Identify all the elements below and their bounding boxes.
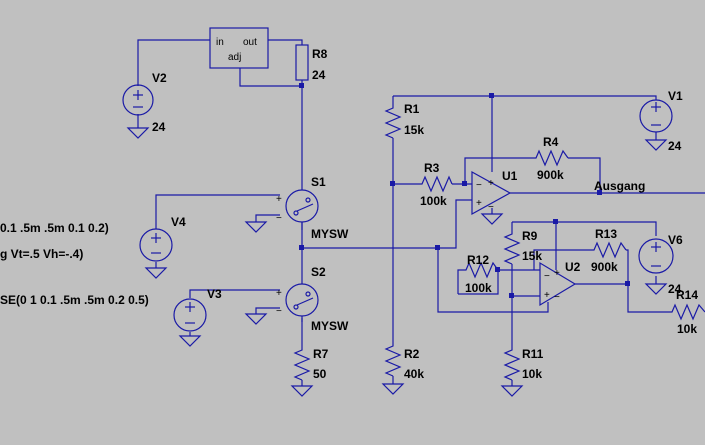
v6-value: 24 (668, 282, 682, 296)
s1-minus: − (276, 213, 282, 224)
voltage-source-v3[interactable]: V3 (173, 287, 222, 332)
u1-vplus: + (488, 178, 494, 189)
r7-value: 50 (313, 367, 327, 381)
s2-plus: + (276, 288, 282, 299)
resistor-r7[interactable]: R7 50 (293, 346, 329, 381)
directive-v4-pulse: 0.1 .5m .5m 0.1 0.2) (0, 221, 109, 235)
r2-name: R2 (404, 347, 420, 361)
regulator-in-label: in (216, 37, 224, 48)
v4-name: V4 (171, 215, 186, 229)
r13-name: R13 (595, 227, 617, 241)
voltage-source-v2[interactable]: V2 24 (122, 71, 167, 134)
s1-name: S1 (311, 175, 326, 189)
voltage-regulator[interactable]: in out adj (209, 27, 269, 69)
resistor-r14[interactable]: R14 10k (668, 288, 705, 336)
r3-name: R3 (424, 161, 440, 175)
r8-name: R8 (312, 47, 328, 61)
v3-name: V3 (207, 287, 222, 301)
r11-value: 10k (522, 367, 542, 381)
r1-name: R1 (404, 102, 420, 116)
r1-value: 15k (404, 123, 424, 137)
regulator-adj-label: adj (228, 52, 241, 63)
voltage-source-v4[interactable]: V4 (139, 215, 186, 262)
r12-name: R12 (467, 253, 489, 267)
voltage-switch-s2[interactable]: + − S2 MYSW (276, 265, 349, 333)
opamp-u2[interactable]: − + + − U2 (539, 260, 581, 307)
r7-name: R7 (313, 347, 329, 361)
resistor-r9[interactable]: R9 15k (503, 229, 542, 265)
u1-plus: + (476, 198, 482, 209)
r13-value: 900k (591, 260, 618, 274)
directive-model: g Vt=.5 Vh=-.4) (0, 247, 83, 261)
r3-value: 100k (420, 194, 447, 208)
resistor-r11[interactable]: R11 10k (503, 346, 544, 381)
r2-value: 40k (404, 367, 424, 381)
r4-value: 900k (537, 168, 564, 182)
s2-model: MYSW (311, 319, 349, 333)
resistor-r4[interactable]: R4 900k (532, 135, 569, 182)
voltage-source-v6[interactable]: V6 24 (638, 233, 683, 296)
u1-vminus: − (488, 202, 494, 213)
ground-symbols (126, 127, 668, 397)
u2-plus: + (544, 290, 550, 301)
r12-value: 100k (465, 281, 492, 295)
u2-minus: − (544, 271, 550, 282)
r11-name: R11 (522, 347, 544, 361)
resistor-r1[interactable]: R1 15k (384, 102, 424, 139)
wires (137, 39, 705, 386)
resistor-r13[interactable]: R13 900k (590, 227, 627, 274)
r4-name: R4 (543, 135, 559, 149)
v6-name: V6 (668, 233, 683, 247)
resistor-r2[interactable]: R2 40k (384, 342, 424, 381)
voltage-switch-s1[interactable]: + − S1 MYSW (276, 175, 349, 241)
s1-plus: + (276, 194, 282, 205)
s2-minus: − (276, 306, 282, 317)
s2-name: S2 (311, 265, 326, 279)
u2-name: U2 (565, 260, 581, 274)
junction-dots (299, 83, 630, 298)
u1-minus: − (476, 180, 482, 191)
resistor-r12[interactable]: R12 100k (462, 253, 499, 295)
r14-value: 10k (677, 322, 697, 336)
opamp-u1[interactable]: − + + − U1 (471, 169, 518, 216)
voltage-source-v1[interactable]: V1 24 (639, 89, 683, 153)
net-label-output: Ausgang (594, 179, 645, 193)
r14-name: R14 (676, 288, 698, 302)
v2-name: V2 (152, 71, 167, 85)
r8-value: 24 (312, 68, 326, 82)
s1-model: MYSW (311, 227, 349, 241)
u1-name: U1 (502, 169, 518, 183)
v1-value: 24 (668, 139, 682, 153)
u2-vplus: + (554, 268, 560, 279)
u2-vminus: − (554, 292, 560, 303)
v1-name: V1 (668, 89, 683, 103)
directive-v3-pulse: SE(0 1 0.1 .5m .5m 0.2 0.5) (0, 293, 149, 307)
r9-name: R9 (522, 229, 538, 243)
resistor-r8[interactable]: R8 24 (295, 44, 328, 82)
v2-value: 24 (152, 120, 166, 134)
resistor-r3[interactable]: R3 100k (418, 161, 453, 208)
regulator-out-label: out (243, 37, 257, 48)
r9-value: 15k (522, 249, 542, 263)
